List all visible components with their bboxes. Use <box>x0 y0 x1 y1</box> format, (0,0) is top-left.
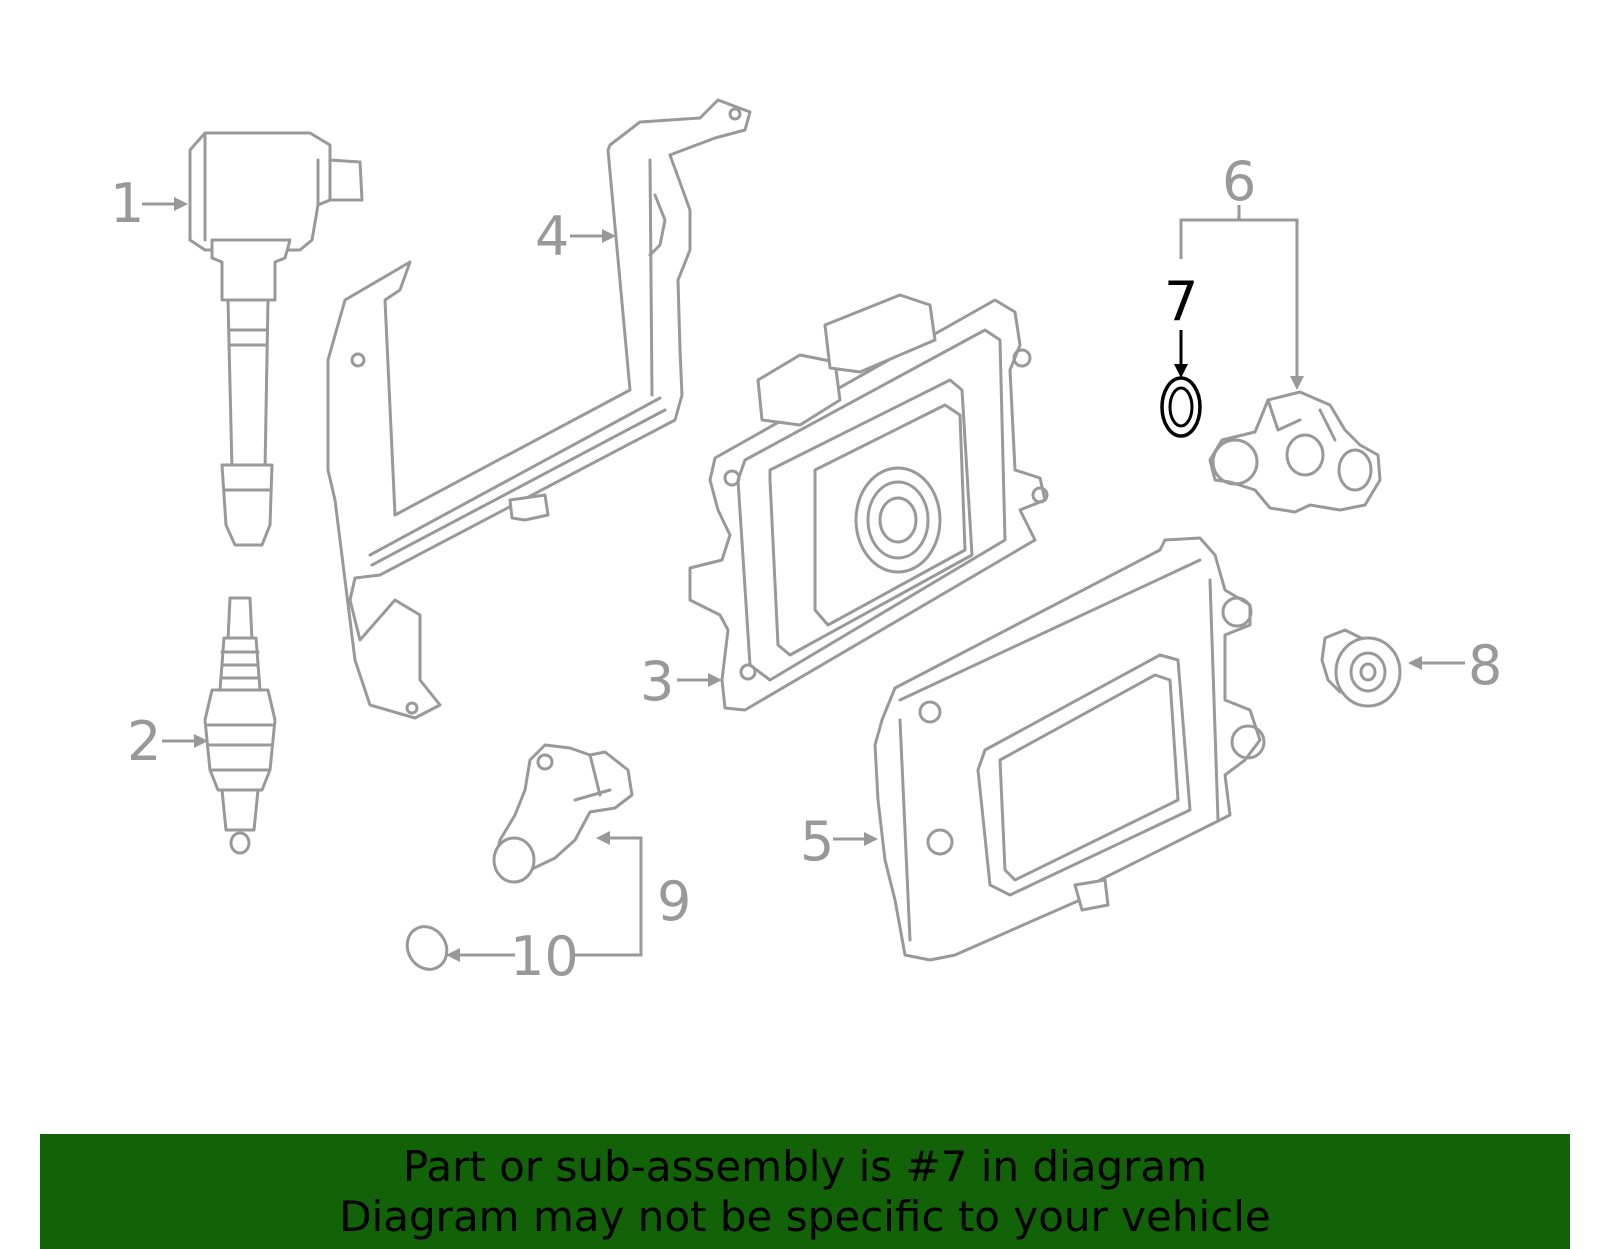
banner-line-2: Diagram may not be specific to your vehi… <box>339 1192 1271 1241</box>
callout-numbers: 1 2 3 4 5 6 7 8 9 10 <box>110 150 1502 988</box>
part-5-module-housing[interactable] <box>873 536 1266 962</box>
callout-2: 2 <box>127 710 161 773</box>
callout-4: 4 <box>535 205 569 268</box>
part-10-o-ring[interactable] <box>400 919 455 976</box>
part-3-ecu[interactable] <box>688 293 1049 712</box>
part-8-knock-sensor[interactable] <box>1320 628 1402 708</box>
part-6-sensor-assembly[interactable] <box>1208 390 1382 514</box>
info-banner: Part or sub-assembly is #7 in diagram Di… <box>40 1134 1570 1249</box>
callout-6: 6 <box>1222 150 1256 213</box>
callout-1: 1 <box>110 172 144 235</box>
callout-5: 5 <box>800 810 834 873</box>
part-7-o-ring[interactable] <box>1160 376 1202 438</box>
part-2-spark-plug[interactable] <box>203 596 277 855</box>
callout-7: 7 <box>1164 270 1198 333</box>
part-1-ignition-coil[interactable] <box>188 131 364 547</box>
leader-lines <box>142 197 1465 962</box>
callout-3: 3 <box>640 650 674 713</box>
callout-8: 8 <box>1468 634 1502 697</box>
banner-line-1: Part or sub-assembly is #7 in diagram <box>402 1142 1208 1191</box>
part-9-cam-sensor[interactable] <box>492 743 634 884</box>
callout-10: 10 <box>510 925 579 988</box>
part-4-bracket[interactable] <box>326 98 752 720</box>
callout-9: 9 <box>657 870 691 933</box>
